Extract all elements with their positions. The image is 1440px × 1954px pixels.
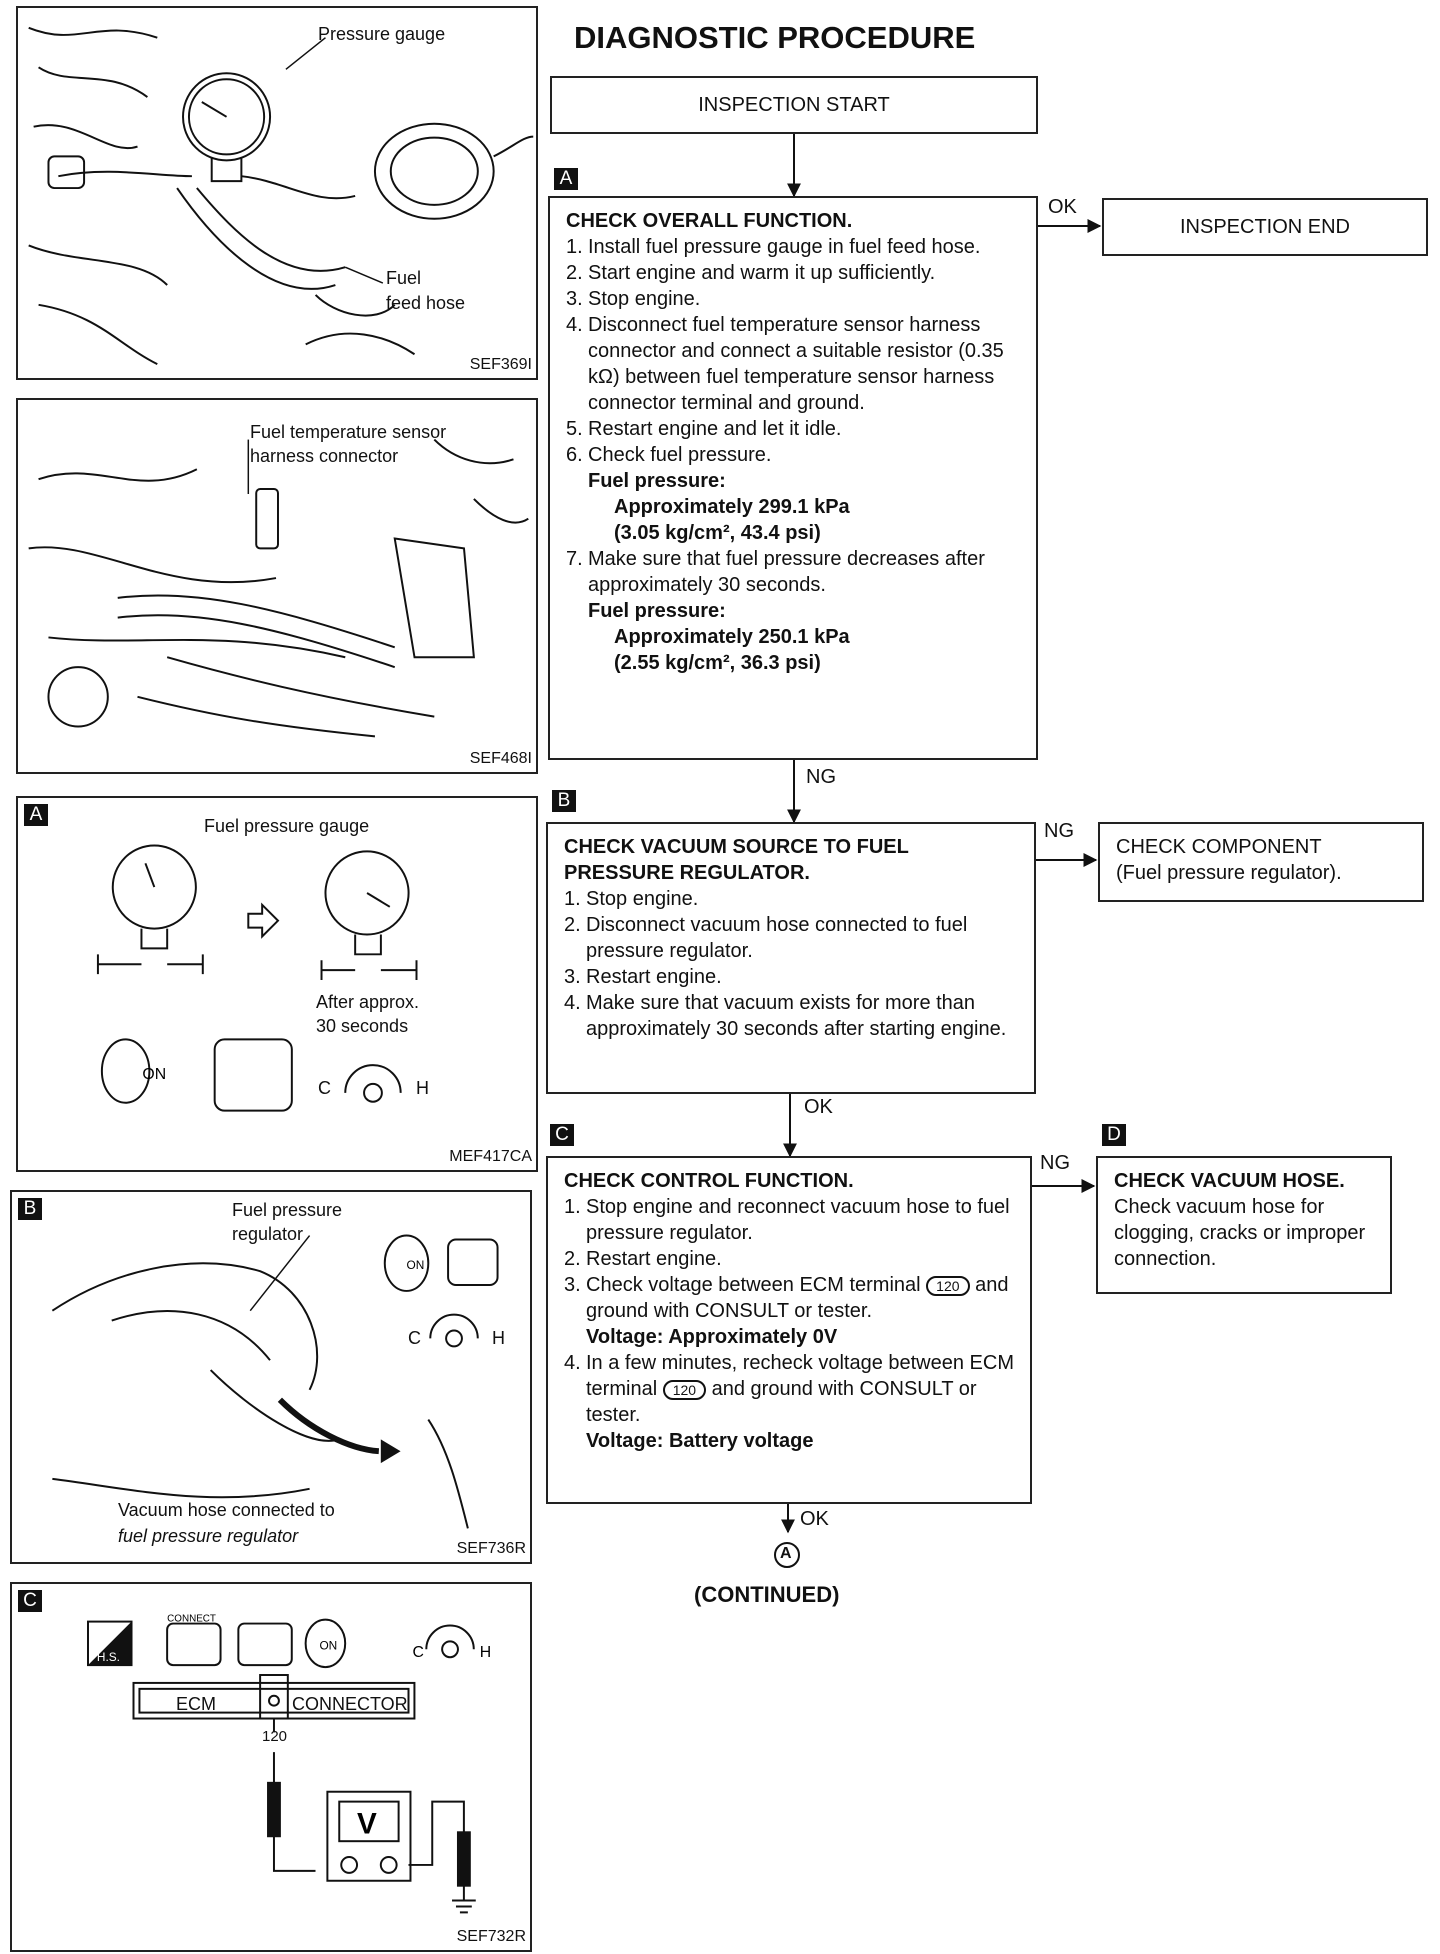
step-tag-b: B bbox=[552, 790, 576, 812]
list-item: 3.Restart engine. bbox=[564, 964, 1020, 990]
ok-label: OK bbox=[800, 1508, 829, 1531]
step-c-list: 1.Stop engine and reconnect vacuum hose … bbox=[564, 1194, 1016, 1324]
check-component-text: (Fuel pressure regulator). bbox=[1116, 860, 1406, 886]
figure-c-ecm-connector: C H.S. CONNECT ON V C H bbox=[10, 1582, 532, 1952]
label-feed-hose: feed hose bbox=[386, 293, 465, 314]
label-fuel-pressure-gauge: Fuel pressure gauge bbox=[204, 816, 369, 837]
figure-code: SEF369I bbox=[470, 356, 532, 374]
continued-label: (CONTINUED) bbox=[694, 1582, 839, 1608]
list-item: 2.Start engine and warm it up sufficient… bbox=[566, 260, 1022, 286]
spec-label: Fuel pressure: bbox=[566, 598, 1022, 624]
inspection-start-box: INSPECTION START bbox=[550, 76, 1038, 134]
label-fuel: Fuel bbox=[386, 268, 421, 289]
step-tag-c: C bbox=[550, 1124, 574, 1146]
temp-cold-label: C bbox=[318, 1078, 331, 1099]
label-regulator: regulator bbox=[232, 1224, 303, 1245]
list-item: 3.Stop engine. bbox=[566, 286, 1022, 312]
step-c-box: CHECK CONTROL FUNCTION. 1.Stop engine an… bbox=[546, 1156, 1032, 1504]
label-fuel-temp-sensor: Fuel temperature sensor bbox=[250, 422, 446, 443]
voltmeter-v-text: V bbox=[357, 1807, 377, 1840]
label-30-seconds: 30 seconds bbox=[316, 1016, 408, 1037]
inspection-end-label: INSPECTION END bbox=[1180, 216, 1350, 238]
connect-text: CONNECT bbox=[167, 1614, 216, 1625]
spec-value: Approximately 250.1 kPa bbox=[566, 624, 1022, 650]
step-d-title: CHECK VACUUM HOSE. bbox=[1114, 1168, 1376, 1194]
key-on-text: ON bbox=[319, 1638, 337, 1652]
voltage-spec: Voltage: Battery voltage bbox=[564, 1428, 1016, 1454]
spec-sub: (3.05 kg/cm², 43.4 psi) bbox=[566, 520, 1022, 546]
page-title: DIAGNOSTIC PROCEDURE bbox=[574, 20, 975, 56]
connector-a-label: A bbox=[780, 1545, 792, 1563]
temp-cold-label: C bbox=[412, 1644, 423, 1661]
step-b-list: 1.Stop engine. 2.Disconnect vacuum hose … bbox=[564, 886, 1020, 1042]
figure-a-gauges: A ON Fuel pressure gauge After approx. 3… bbox=[16, 796, 538, 1172]
figure-code: SEF732R bbox=[457, 1928, 526, 1946]
ng-label: NG bbox=[1044, 820, 1074, 843]
ok-label: OK bbox=[1048, 196, 1077, 219]
label-terminal-120: 120 bbox=[262, 1728, 287, 1745]
list-item: 4.Disconnect fuel temperature sensor har… bbox=[566, 312, 1022, 416]
voltage-spec: Voltage: Approximately 0V bbox=[564, 1324, 1016, 1350]
step-a-list: 1.Install fuel pressure gauge in fuel fe… bbox=[566, 234, 1022, 468]
label-harness-connector: harness connector bbox=[250, 446, 398, 467]
label-fuel-pressure-regulator: fuel pressure regulator bbox=[118, 1526, 298, 1547]
check-component-title: CHECK COMPONENT bbox=[1116, 834, 1406, 860]
label-pressure-gauge: Pressure gauge bbox=[318, 24, 445, 45]
step-b-box: CHECK VACUUM SOURCE TO FUEL PRESSURE REG… bbox=[546, 822, 1036, 1094]
list-item: 1.Stop engine. bbox=[564, 886, 1020, 912]
step-d-box: CHECK VACUUM HOSE. Check vacuum hose for… bbox=[1096, 1156, 1392, 1294]
label-vacuum-hose: Vacuum hose connected to bbox=[118, 1500, 335, 1521]
temp-cold-label: C bbox=[408, 1328, 421, 1349]
inspection-start-label: INSPECTION START bbox=[698, 94, 890, 116]
step-b-title: CHECK VACUUM SOURCE TO FUEL PRESSURE REG… bbox=[564, 834, 1020, 886]
temp-hot-label: H bbox=[492, 1328, 505, 1349]
figure-code: MEF417CA bbox=[449, 1148, 532, 1166]
gauge-diagram: ON bbox=[18, 798, 536, 1170]
step-a-box: CHECK OVERALL FUNCTION. 1.Install fuel p… bbox=[548, 196, 1038, 760]
inspection-end-box: INSPECTION END bbox=[1102, 198, 1428, 256]
label-connector: CONNECTOR bbox=[292, 1694, 408, 1715]
list-item: 4.In a few minutes, recheck voltage betw… bbox=[564, 1350, 1016, 1428]
label-ecm: ECM bbox=[176, 1694, 216, 1715]
label-fuel-pressure: Fuel pressure bbox=[232, 1200, 342, 1221]
step-c-title: CHECK CONTROL FUNCTION. bbox=[564, 1168, 1016, 1194]
figure-pressure-gauge: Pressure gauge Fuel feed hose SEF369I bbox=[16, 6, 538, 380]
list-item: 3.Check voltage between ECM terminal 120… bbox=[564, 1272, 1016, 1324]
step-a-title: CHECK OVERALL FUNCTION. bbox=[566, 208, 1022, 234]
list-item: 2.Disconnect vacuum hose connected to fu… bbox=[564, 912, 1020, 964]
check-component-box: CHECK COMPONENT (Fuel pressure regulator… bbox=[1098, 822, 1424, 902]
key-on-text: ON bbox=[142, 1066, 166, 1083]
step-tag-a: A bbox=[554, 168, 578, 190]
figure-fuel-temp-sensor: Fuel temperature sensor harness connecto… bbox=[16, 398, 538, 774]
hs-text: H.S. bbox=[97, 1650, 120, 1664]
ecm-voltmeter-diagram: H.S. CONNECT ON V C H bbox=[12, 1584, 530, 1950]
spec-value: Approximately 299.1 kPa bbox=[566, 494, 1022, 520]
figure-code: SEF468I bbox=[470, 750, 532, 768]
figure-code: SEF736R bbox=[457, 1540, 526, 1558]
list-item: 4.Make sure that vacuum exists for more … bbox=[564, 990, 1020, 1042]
list-item: 2.Restart engine. bbox=[564, 1246, 1016, 1272]
figure-b-vacuum-hose: B ON Fuel pressure regulator Vacuum hose… bbox=[10, 1190, 532, 1564]
label-after-approx: After approx. bbox=[316, 992, 419, 1013]
temp-hot-label: H bbox=[416, 1078, 429, 1099]
spec-sub: (2.55 kg/cm², 36.3 psi) bbox=[566, 650, 1022, 676]
ecm-terminal-badge: 120 bbox=[926, 1276, 969, 1296]
list-item: 7.Make sure that fuel pressure decreases… bbox=[566, 546, 1022, 598]
engine-pressure-gauge-drawing bbox=[18, 8, 536, 378]
step-tag-d: D bbox=[1102, 1124, 1126, 1146]
ng-label: NG bbox=[806, 766, 836, 789]
key-on-text: ON bbox=[407, 1258, 425, 1272]
spec-label: Fuel pressure: bbox=[566, 468, 1022, 494]
temp-hot-label: H bbox=[480, 1644, 491, 1661]
ok-label: OK bbox=[804, 1096, 833, 1119]
list-item: 5.Restart engine and let it idle. bbox=[566, 416, 1022, 442]
list-item: 6.Check fuel pressure. bbox=[566, 442, 1022, 468]
step-d-text: Check vacuum hose for clogging, cracks o… bbox=[1114, 1194, 1376, 1272]
ng-label: NG bbox=[1040, 1152, 1070, 1175]
list-item: 1.Install fuel pressure gauge in fuel fe… bbox=[566, 234, 1022, 260]
ecm-terminal-badge: 120 bbox=[663, 1380, 706, 1400]
list-item: 1.Stop engine and reconnect vacuum hose … bbox=[564, 1194, 1016, 1246]
